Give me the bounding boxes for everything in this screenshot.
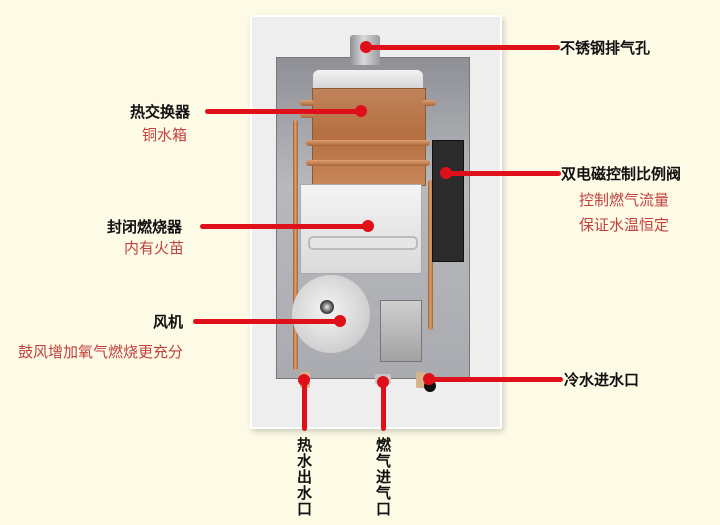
leader-dot [334,315,346,327]
sealed-burner [300,184,422,274]
copper-coil [300,112,314,118]
leader-cold-inlet [428,377,563,382]
label-fan: 风机 [153,313,184,331]
leader-gas-inlet [381,380,386,431]
label-burner: 封闭燃烧器 [107,218,183,236]
leader-burner [200,224,370,229]
sublabel-heat-exchanger: 铜水箱 [142,126,188,144]
copper-coil [306,140,430,146]
label-exhaust: 不锈钢排气孔 [560,39,651,57]
leader-dot [362,220,374,232]
copper-heat-exchanger [312,88,426,186]
copper-coil [306,160,430,166]
fan-hub [320,300,334,314]
leader-dot [298,374,310,386]
fan-housing [292,275,370,353]
label-cold-inlet: 冷水进水口 [564,371,640,389]
copper-coil [300,100,314,106]
sublabel-proportional-valve-2: 保证水温恒定 [579,216,670,234]
leader-dot [440,167,452,179]
leader-exhaust [365,45,560,50]
label-proportional-valve: 双电磁控制比例阀 [561,165,682,183]
gas-valve [380,300,422,362]
burner-slot [308,236,418,250]
control-board [432,140,464,262]
cold-inlet-port [416,372,426,388]
leader-dot [355,105,367,117]
cold-water-pipe [428,180,433,330]
copper-coil [422,100,436,106]
label-hot-outlet: 热水出水口 [295,437,313,517]
leader-hot-outlet [302,378,307,431]
sublabel-proportional-valve-1: 控制燃气流量 [579,191,670,209]
leader-heat-exchanger [205,109,365,114]
sublabel-burner: 内有火苗 [124,239,185,257]
hot-water-pipe [293,120,298,370]
leader-proportional-valve [444,171,561,176]
leader-fan [193,319,343,324]
exhaust-hood [313,70,423,92]
leader-dot [377,376,389,388]
leader-dot [360,41,372,53]
label-heat-exchanger: 热交换器 [130,103,191,121]
sublabel-fan: 鼓风增加氧气燃烧更充分 [18,343,184,361]
label-gas-inlet: 燃气进气口 [374,437,392,517]
leader-dot [423,373,435,385]
